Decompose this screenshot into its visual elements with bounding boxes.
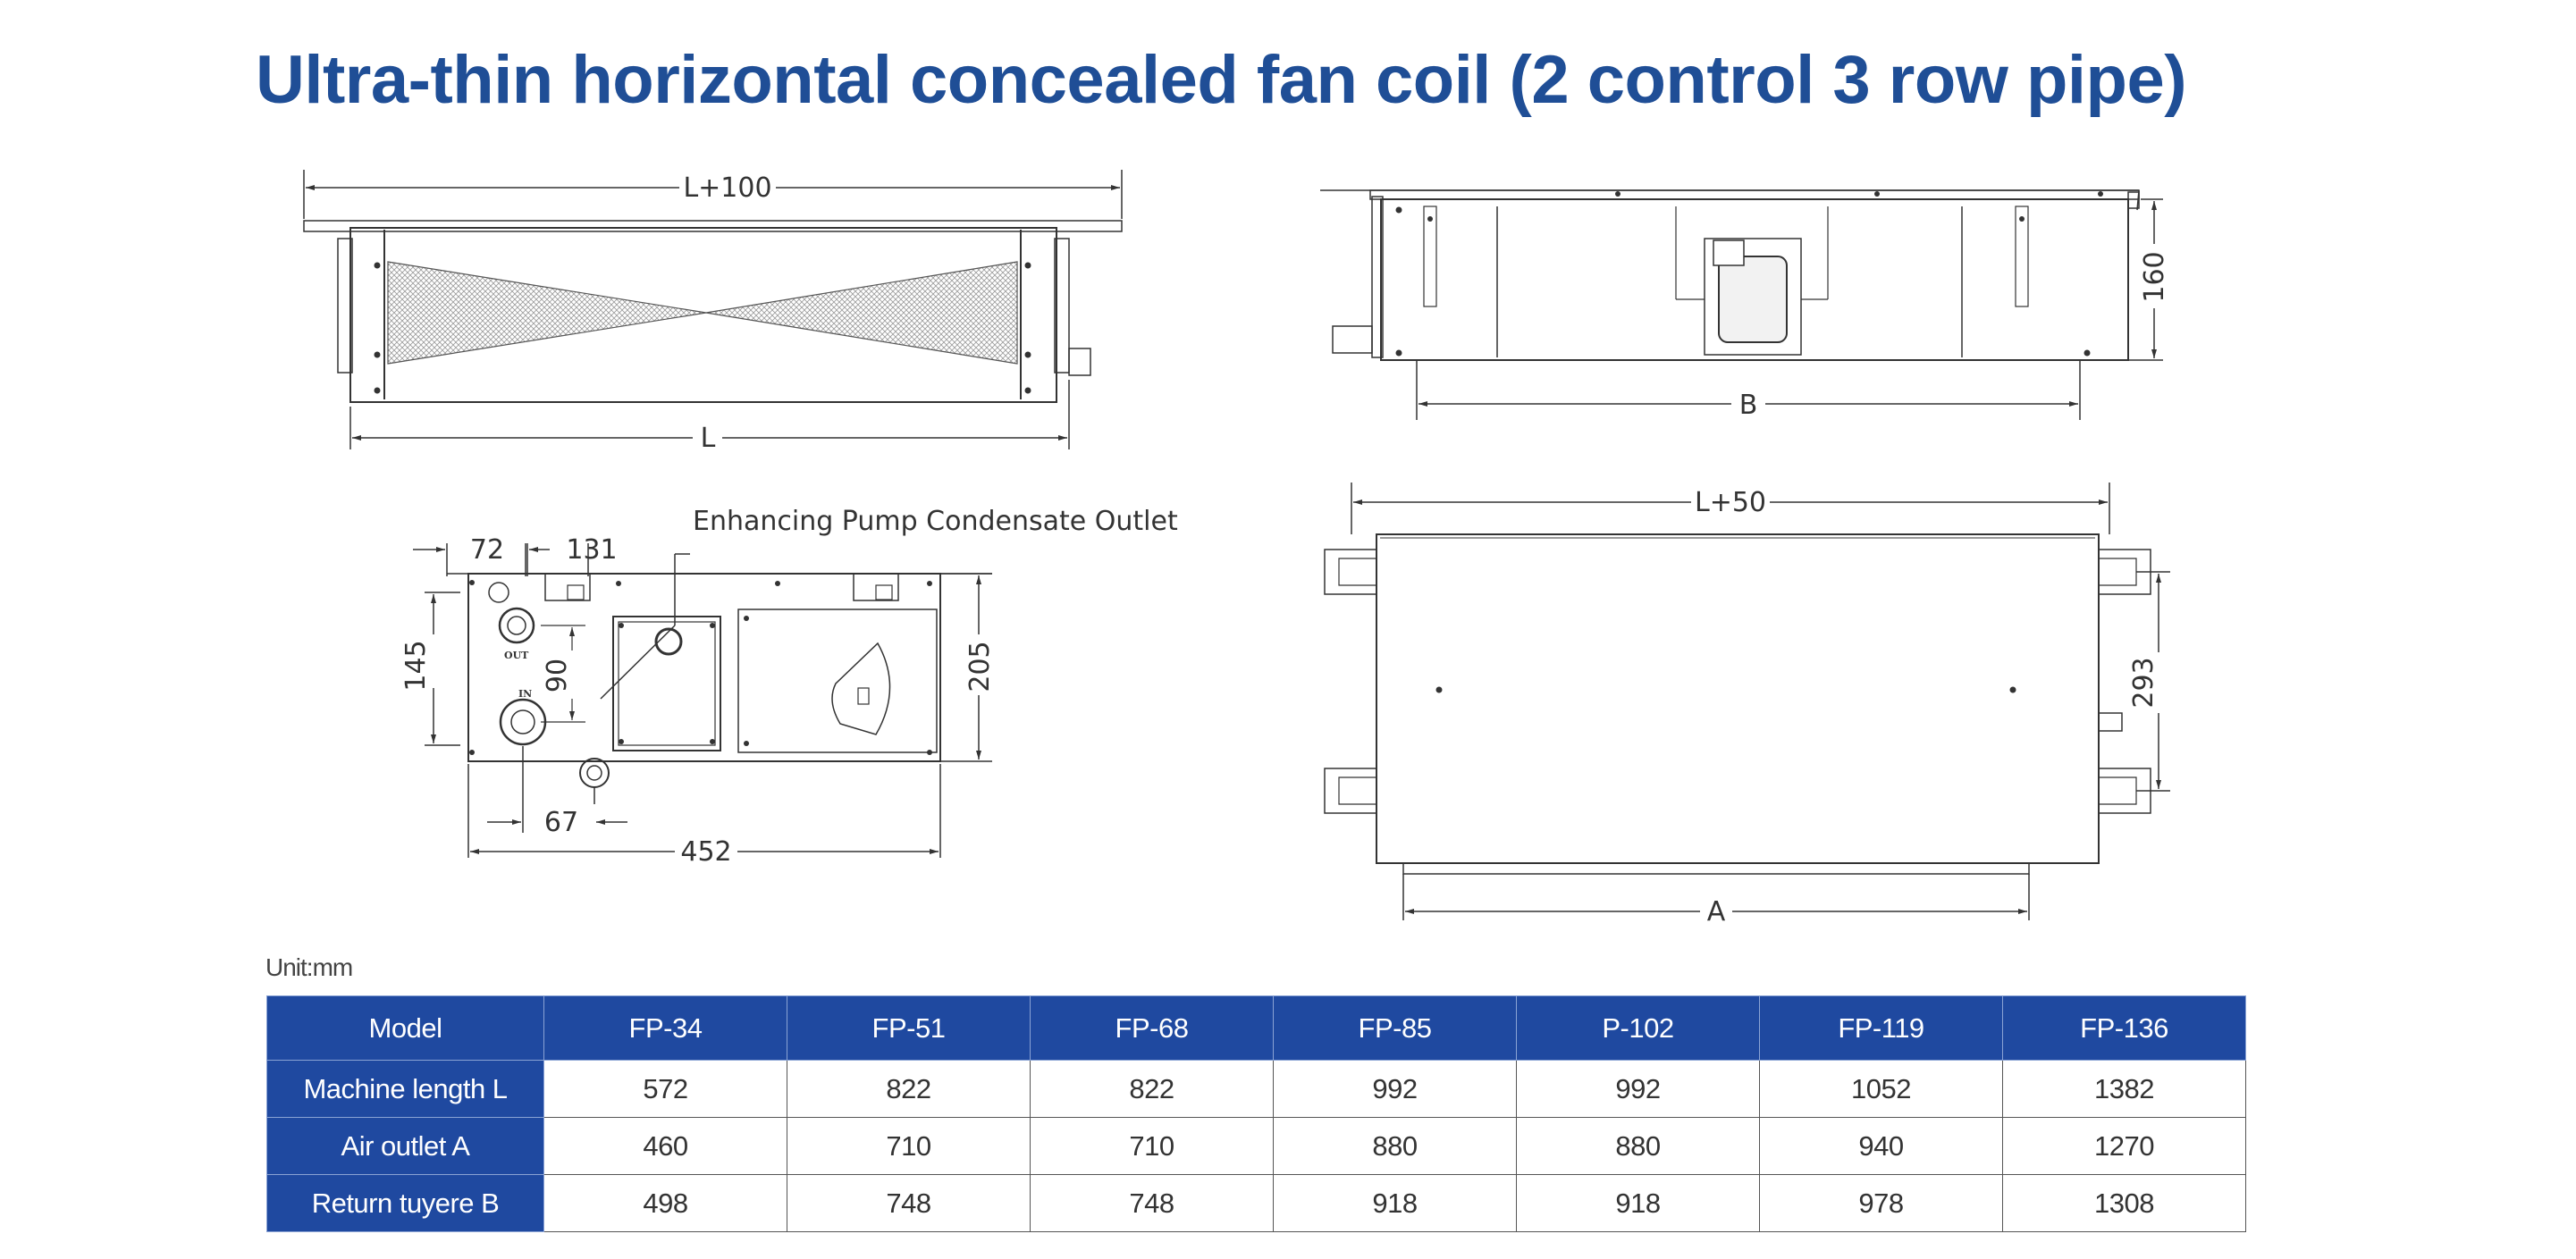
table-header-cell: FP-136: [2002, 995, 2246, 1061]
front-view-svg: L+100 L: [303, 170, 1123, 454]
front-view-top-dim-label: L+100: [683, 172, 771, 204]
table-cell: 940: [1759, 1117, 2003, 1175]
table-cell: 710: [1030, 1117, 1274, 1175]
end-view-svg: Enhancing Pump Condensate Outlet 72 131: [400, 506, 1178, 868]
end-view-dim-72: 72: [470, 534, 504, 566]
top-view-height-dim-label: 293: [2128, 657, 2159, 708]
front-view-drawing: L+100 L: [295, 165, 1135, 460]
table-row-label: Air outlet A: [266, 1117, 544, 1175]
table-cell: 748: [1030, 1174, 1274, 1232]
front-view-bottom-dim-label: L: [701, 423, 716, 454]
front-view-body: [303, 220, 1123, 403]
table-header-row: Model FP-34 FP-51 FP-68 FP-85 P-102 FP-1…: [266, 995, 2246, 1061]
table-header-cell: FP-68: [1030, 995, 1274, 1061]
page-title: Ultra-thin horizontal concealed fan coil…: [256, 42, 2187, 118]
table-header-cell: Model: [266, 995, 544, 1061]
side-view-bottom-dim: B: [1416, 360, 2081, 421]
table-cell: 992: [1516, 1060, 1760, 1118]
end-view-drawing: Enhancing Pump Condensate Outlet 72 131: [400, 500, 1178, 868]
table-cell: 710: [787, 1117, 1031, 1175]
table-header-cell: P-102: [1516, 995, 1760, 1061]
end-view-left-dims: 145 90: [400, 592, 585, 746]
table-cell: 918: [1273, 1174, 1517, 1232]
table-cell: 460: [543, 1117, 787, 1175]
unit-label: Unit:mm: [265, 953, 353, 981]
table-cell: 498: [543, 1174, 787, 1232]
top-view-drawing: L+50 293: [1314, 474, 2172, 929]
top-view-body: [1324, 533, 2151, 875]
top-view-height-dim: 293: [2128, 571, 2170, 792]
top-view-top-dim: L+50: [1351, 483, 2110, 534]
end-view-callout: Enhancing Pump Condensate Outlet: [693, 506, 1178, 537]
table-cell: 1052: [1759, 1060, 2003, 1118]
top-view-svg: L+50 293: [1324, 483, 2170, 927]
side-view-body: [1320, 189, 2140, 361]
table-header-cell: FP-85: [1273, 995, 1517, 1061]
end-view-dim-67: 67: [544, 807, 578, 838]
table-cell: 880: [1273, 1117, 1517, 1175]
side-view-bottom-dim-label: B: [1739, 390, 1758, 421]
table-cell: 918: [1516, 1174, 1760, 1232]
end-view-dim-205: 205: [964, 641, 996, 692]
top-view-top-dim-label: L+50: [1695, 487, 1766, 518]
end-view-right-dim: 205: [940, 573, 996, 762]
table-cell: 978: [1759, 1174, 2003, 1232]
end-view-bottom-dims: 67 452: [467, 746, 941, 868]
end-view-dim-452: 452: [680, 836, 731, 868]
side-view-height-dim: 160: [2128, 198, 2170, 361]
side-view-svg: 160 B: [1320, 189, 2170, 421]
table-cell: 572: [543, 1060, 787, 1118]
side-view-drawing: 160 B: [1318, 174, 2176, 433]
end-view-top-dims: 72 131: [413, 534, 618, 576]
table-cell: 748: [787, 1174, 1031, 1232]
front-view-bottom-dim: L: [349, 380, 1070, 454]
table-cell: 822: [1030, 1060, 1274, 1118]
end-view-dim-145: 145: [400, 640, 432, 691]
table-row: Return tuyere B 498 748 748 918 918 978 …: [266, 1174, 2246, 1232]
table-header-cell: FP-51: [787, 995, 1031, 1061]
table-cell: 880: [1516, 1117, 1760, 1175]
table-header-cell: FP-34: [543, 995, 787, 1061]
front-view-top-dim: L+100: [303, 170, 1123, 219]
table-row-label: Return tuyere B: [266, 1174, 544, 1232]
table-row: Air outlet A 460 710 710 880 880 940 127…: [266, 1117, 2246, 1175]
table-cell: 1382: [2002, 1060, 2246, 1118]
spec-table: Model FP-34 FP-51 FP-68 FP-85 P-102 FP-1…: [266, 995, 2246, 1232]
end-view-dim-90: 90: [542, 659, 573, 692]
table-cell: 1270: [2002, 1117, 2246, 1175]
table-cell: 1308: [2002, 1174, 2246, 1232]
table-cell: 822: [787, 1060, 1031, 1118]
end-view-body: [447, 573, 992, 788]
table-header-cell: FP-119: [1759, 995, 2003, 1061]
end-view-dim-131: 131: [566, 534, 617, 566]
port-in-label: IN: [518, 688, 532, 700]
table-row-label: Machine length L: [266, 1060, 544, 1118]
table-cell: 992: [1273, 1060, 1517, 1118]
port-out-label: OUT: [504, 650, 529, 661]
table-row: Machine length L 572 822 822 992 992 105…: [266, 1060, 2246, 1118]
top-view-bottom-dim-label: A: [1707, 896, 1726, 927]
side-view-height-dim-label: 160: [2139, 251, 2170, 302]
top-view-bottom-dim: A: [1402, 874, 2030, 927]
